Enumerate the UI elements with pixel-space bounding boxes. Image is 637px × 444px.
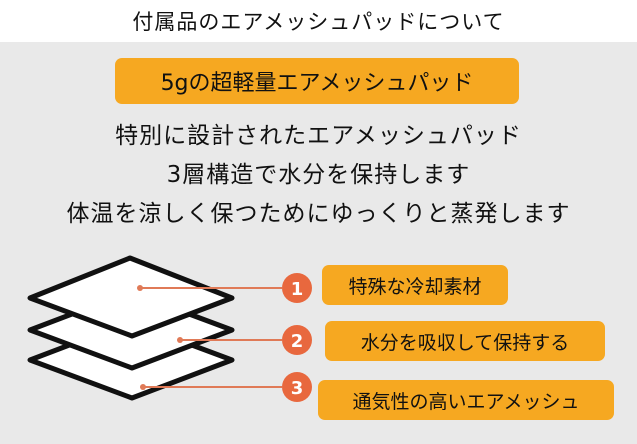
connector-2 [177, 337, 282, 343]
svg-text:3: 3 [291, 378, 304, 399]
svg-text:1: 1 [291, 279, 304, 300]
feature-label-1: 特殊な冷却素材 [322, 265, 508, 305]
feature-label-2: 水分を吸収して保持する [325, 321, 605, 361]
headline-badge: 5gの超軽量エアメッシュパッド [115, 58, 519, 104]
marker-1: 1 [282, 273, 312, 303]
marker-3: 3 [282, 372, 312, 402]
description-line-3: 体温を涼しく保つためにゆっくりと蒸発します [66, 201, 571, 227]
feature-label-3: 通気性の高いエアメッシュ [318, 380, 614, 420]
description-line-2: 3層構造で水分を保持します [166, 162, 471, 188]
connector-3 [140, 384, 282, 390]
connector-1 [137, 285, 282, 291]
mesh-layer-1 [27, 255, 235, 339]
title-bar: 付属品のエアメッシュパッドについて [0, 0, 637, 42]
description-line-1: 特別に設計されたエアメッシュパッド [115, 123, 522, 149]
mesh-layer-diagram: 1 2 3 [27, 255, 312, 402]
page-title: 付属品のエアメッシュパッドについて [132, 10, 505, 34]
marker-2: 2 [282, 325, 312, 355]
svg-text:2: 2 [291, 331, 304, 352]
